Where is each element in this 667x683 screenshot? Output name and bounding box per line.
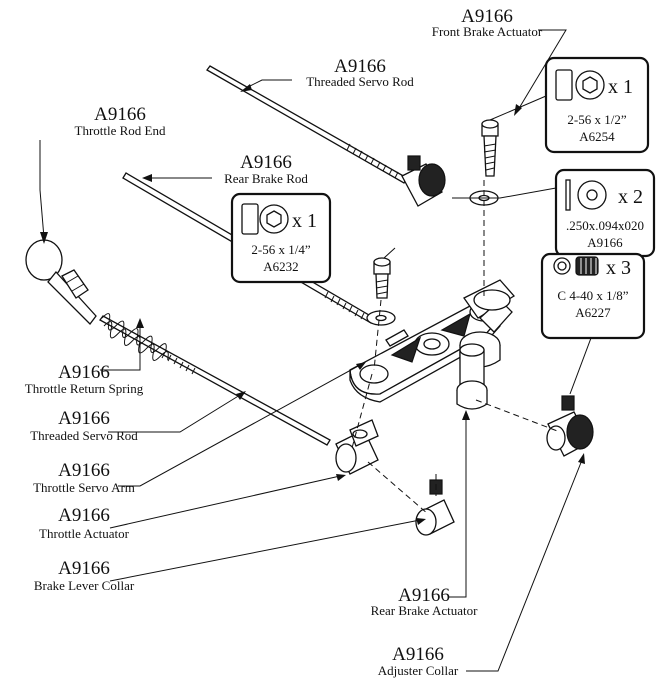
svg-text:Throttle Servo Arm: Throttle Servo Arm: [33, 480, 135, 495]
callout-washer: x 2 .250x.094x020 A9166: [554, 168, 656, 258]
callout-washer-pn: A9166: [587, 235, 623, 250]
svg-text:Front Brake Actuator: Front Brake Actuator: [432, 24, 543, 39]
callout-set-screw: x 3 C 4-40 x 1/8” A6227: [540, 252, 646, 340]
set-screw-right: [561, 395, 575, 411]
svg-text:A9166: A9166: [398, 585, 450, 606]
svg-text:A9166: A9166: [392, 644, 444, 665]
callout-screw-half-size: 2-56 x 1/2”: [567, 112, 626, 127]
rear-brake-actuator: [456, 343, 488, 410]
label-front-brake-actuator: A9166 Front Brake Actuator: [432, 6, 543, 39]
label-threaded-servo-rod-top: A9166 Threaded Servo Rod: [306, 56, 414, 89]
svg-text:A9166: A9166: [58, 408, 110, 429]
brake-lever-collar: [415, 479, 455, 536]
screw-quarter-inch: [373, 257, 391, 299]
callout-washer-size: .250x.094x020: [566, 218, 644, 233]
svg-text:A9166: A9166: [58, 558, 110, 579]
label-adjuster-collar: A9166 Adjuster Collar: [378, 644, 459, 678]
callout-set-screw-size: C 4-40 x 1/8”: [557, 288, 628, 303]
svg-text:A9166: A9166: [334, 56, 386, 77]
adjuster-collar-top: [401, 155, 446, 207]
svg-text:A9166: A9166: [58, 505, 110, 526]
leader-lines: [39, 29, 595, 672]
svg-text:Throttle Return Spring: Throttle Return Spring: [25, 381, 144, 396]
callout-washer-qty: x 2: [618, 186, 643, 208]
svg-text:A9166: A9166: [94, 104, 146, 125]
adjuster-collar: [546, 395, 594, 457]
callout-screw-quarter: x 1 2-56 x 1/4” A6232: [230, 192, 332, 284]
svg-text:Brake Lever Collar: Brake Lever Collar: [34, 578, 135, 593]
label-rear-brake-actuator: A9166 Rear Brake Actuator: [371, 585, 479, 618]
throttle-rod-end: [25, 239, 97, 325]
assembly-lines: [351, 180, 561, 515]
callout-screw-quarter-pn: A6232: [263, 259, 298, 274]
callout-set-screw-pn: A6227: [575, 305, 611, 320]
callout-screw-half-qty: x 1: [608, 76, 633, 98]
svg-text:Rear Brake Rod: Rear Brake Rod: [224, 171, 308, 186]
svg-text:A9166: A9166: [58, 362, 110, 383]
throttle-return-spring: [101, 313, 169, 361]
label-brake-lever-collar: A9166 Brake Lever Collar: [34, 558, 135, 593]
label-throttle-actuator: A9166 Throttle Actuator: [39, 505, 130, 541]
svg-text:Threaded Servo Rod: Threaded Servo Rod: [306, 74, 414, 89]
svg-text:Threaded Servo Rod: Threaded Servo Rod: [30, 428, 138, 443]
callout-set-screw-qty: x 3: [606, 257, 631, 279]
label-throttle-rod-end: A9166 Throttle Rod End: [75, 104, 166, 138]
svg-text:A9166: A9166: [461, 6, 513, 27]
throttle-actuator: [335, 419, 379, 475]
svg-text:Rear Brake Actuator: Rear Brake Actuator: [371, 603, 479, 618]
washer-mid-hole: [375, 314, 387, 322]
svg-text:A9166: A9166: [58, 460, 110, 481]
screw-half-inch: [481, 119, 499, 177]
set-screw-top: [407, 155, 421, 171]
callout-screw-quarter-size: 2-56 x 1/4”: [251, 242, 310, 257]
callout-screw-half: x 1 2-56 x 1/2” A6254: [544, 56, 650, 154]
svg-text:A9166: A9166: [240, 152, 292, 173]
callout-screw-quarter-qty: x 1: [292, 210, 317, 232]
callout-screw-half-pn: A6254: [579, 129, 615, 144]
label-rear-brake-rod: A9166 Rear Brake Rod: [224, 152, 308, 186]
svg-text:Adjuster Collar: Adjuster Collar: [378, 663, 459, 678]
label-throttle-servo-arm: A9166 Throttle Servo Arm: [33, 460, 135, 495]
label-throttle-return-spring: A9166 Throttle Return Spring: [25, 362, 144, 396]
label-threaded-servo-rod-left: A9166 Threaded Servo Rod: [30, 408, 138, 443]
svg-text:Throttle Rod End: Throttle Rod End: [75, 123, 166, 138]
svg-text:Throttle Actuator: Throttle Actuator: [39, 526, 130, 541]
